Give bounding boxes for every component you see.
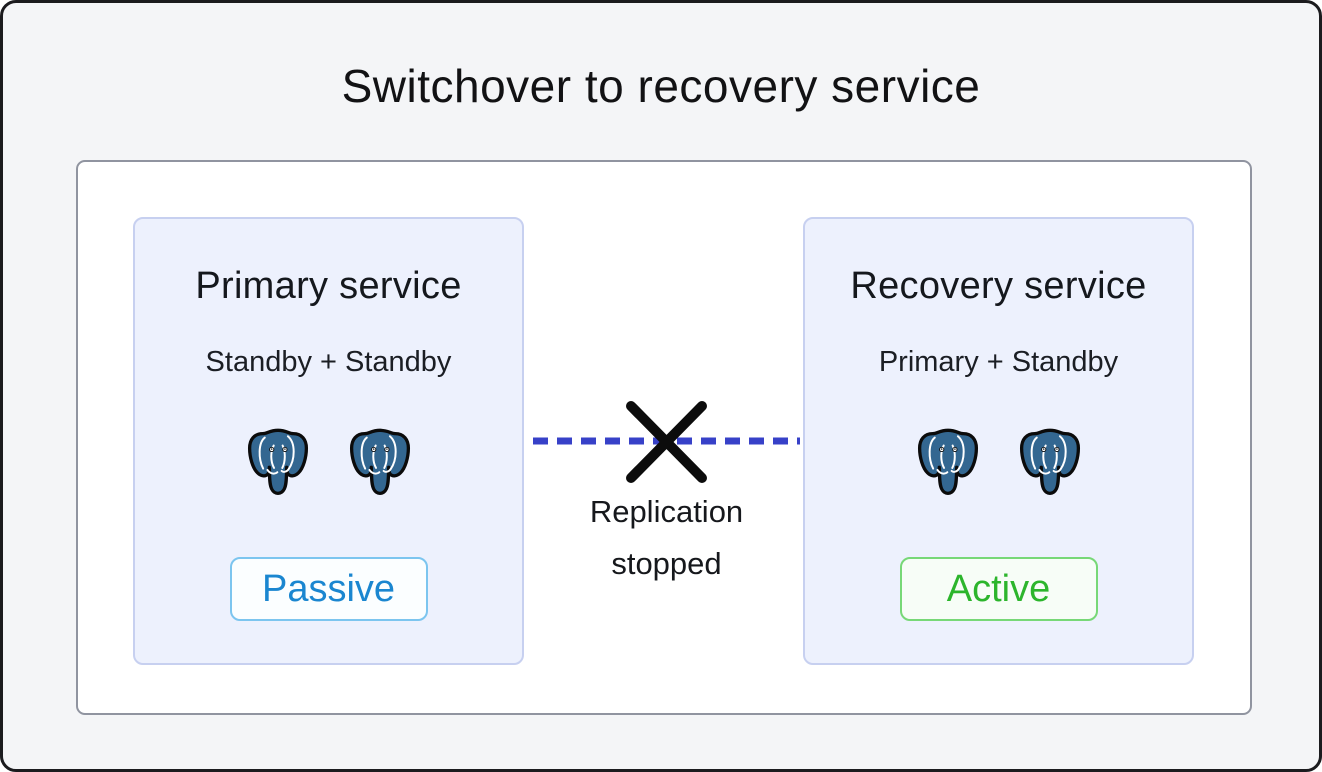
status-badge-passive: Passive	[229, 557, 428, 621]
recovery-service-card: Recovery service Primary + Standby Activ…	[803, 217, 1194, 665]
postgresql-elephant-icon	[1017, 427, 1083, 497]
primary-card-title: Primary service	[195, 265, 462, 307]
recovery-card-title: Recovery service	[850, 265, 1147, 307]
recovery-card-subtitle: Primary + Standby	[878, 346, 1119, 378]
postgresql-elephant-icon	[915, 427, 981, 497]
status-badge-passive-label: Passive	[261, 567, 396, 610]
primary-instances-row	[135, 427, 522, 497]
diagram-title: Switchover to recovery service	[341, 60, 981, 112]
primary-card-subtitle: Standby + Standby	[205, 346, 452, 378]
postgresql-elephant-icon	[245, 427, 311, 497]
postgresql-elephant-icon	[347, 427, 413, 497]
primary-service-card: Primary service Standby + Standby Passiv…	[133, 217, 524, 665]
status-badge-active-label: Active	[946, 567, 1051, 610]
replication-connector: Replication stopped	[524, 384, 809, 590]
replication-stopped-x-icon	[626, 401, 707, 483]
replication-broken-link-graphic	[533, 401, 800, 483]
status-badge-active: Active	[899, 557, 1098, 621]
replication-status-label: Replication stopped	[589, 494, 744, 581]
recovery-instances-row	[805, 427, 1192, 497]
cluster-panel: Primary service Standby + Standby Passiv…	[76, 160, 1252, 715]
